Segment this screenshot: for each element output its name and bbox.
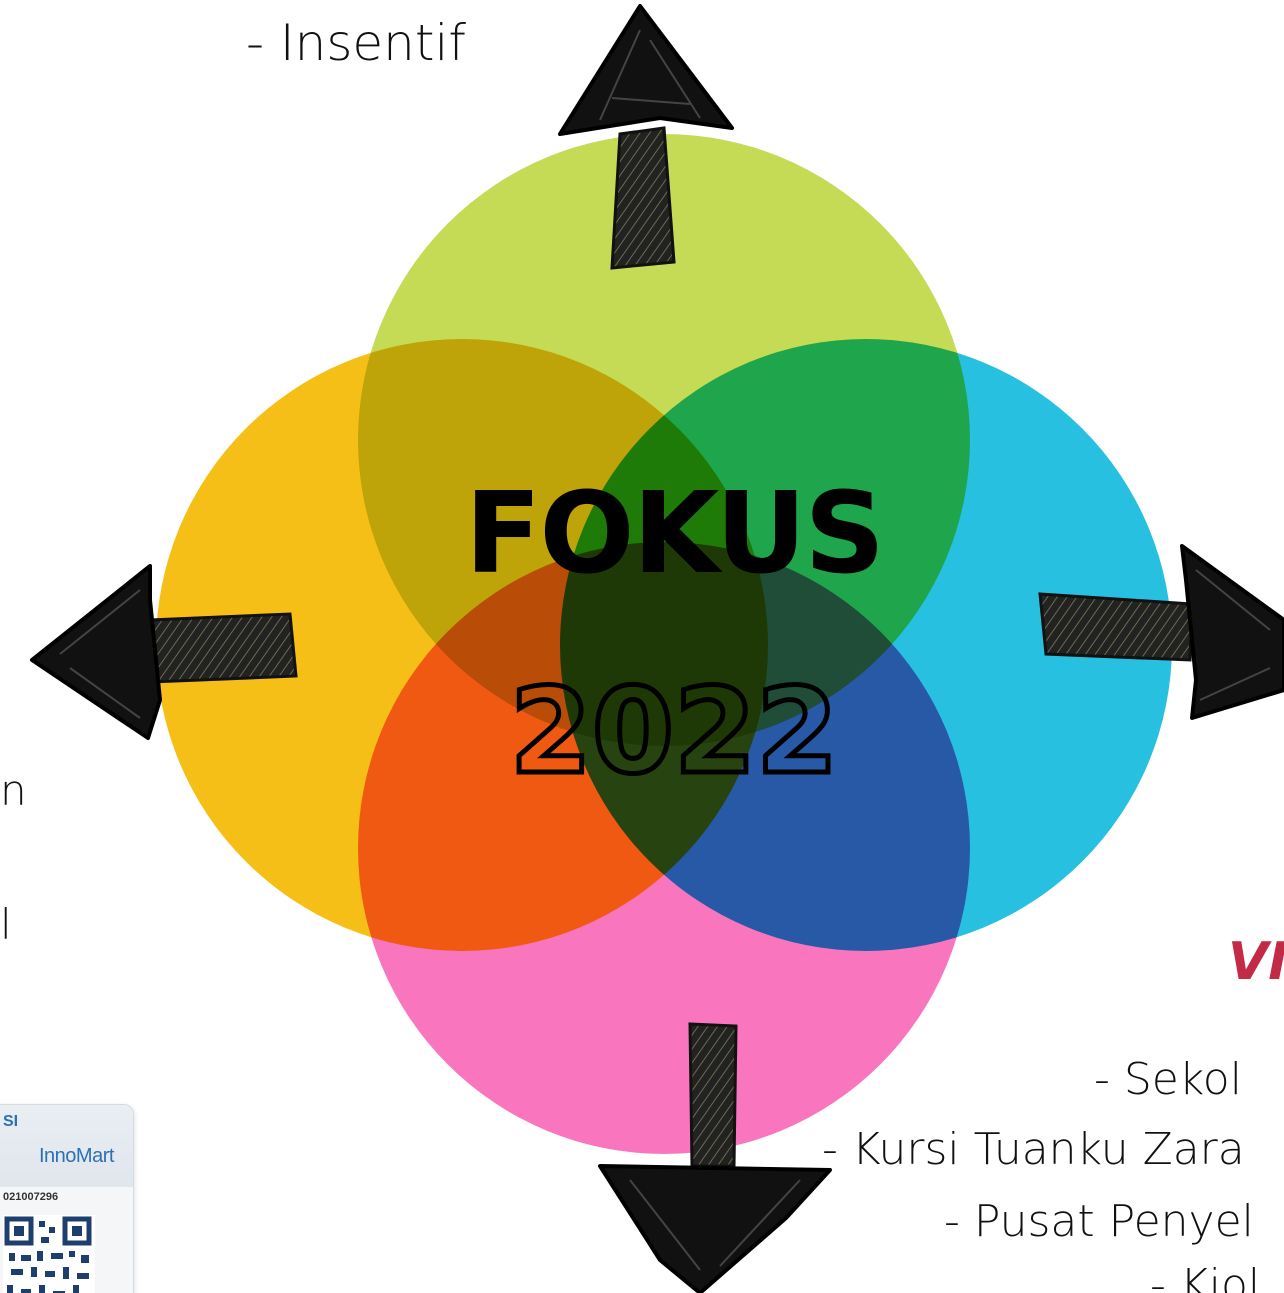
badge-brand: InnoMart: [39, 1145, 114, 1167]
label-pusat-penyel: - Pusat Penyel: [944, 1196, 1254, 1247]
arrow-up-icon: [558, 4, 734, 270]
arrow-right-icon: [1038, 544, 1284, 720]
arrow-down-icon: [598, 1022, 832, 1293]
badge-header: [0, 1105, 133, 1187]
label-kio: - Kiol: [1150, 1260, 1261, 1293]
label-kursi-tuanku-zara: - Kursi Tuanku Zara: [822, 1124, 1245, 1175]
label-sekolah: - Sekol: [1094, 1054, 1242, 1105]
label-left-fragment-1: n: [0, 766, 27, 815]
heading-vi: VI: [1228, 932, 1284, 992]
badge-brand-prefix: SI: [3, 1113, 19, 1130]
qr-code-icon: [3, 1215, 95, 1293]
circle-bottom: [358, 542, 970, 1154]
arrow-left-icon: [30, 564, 298, 740]
title-year: 2022: [507, 662, 840, 800]
label-insentif: - Insentif: [246, 14, 466, 72]
label-left-fragment-2: l: [0, 900, 12, 949]
innomart-badge: SI InnoMart 021007296: [0, 1104, 134, 1293]
title-fokus: FOKUS: [464, 469, 885, 599]
badge-number: 021007296: [3, 1191, 59, 1203]
